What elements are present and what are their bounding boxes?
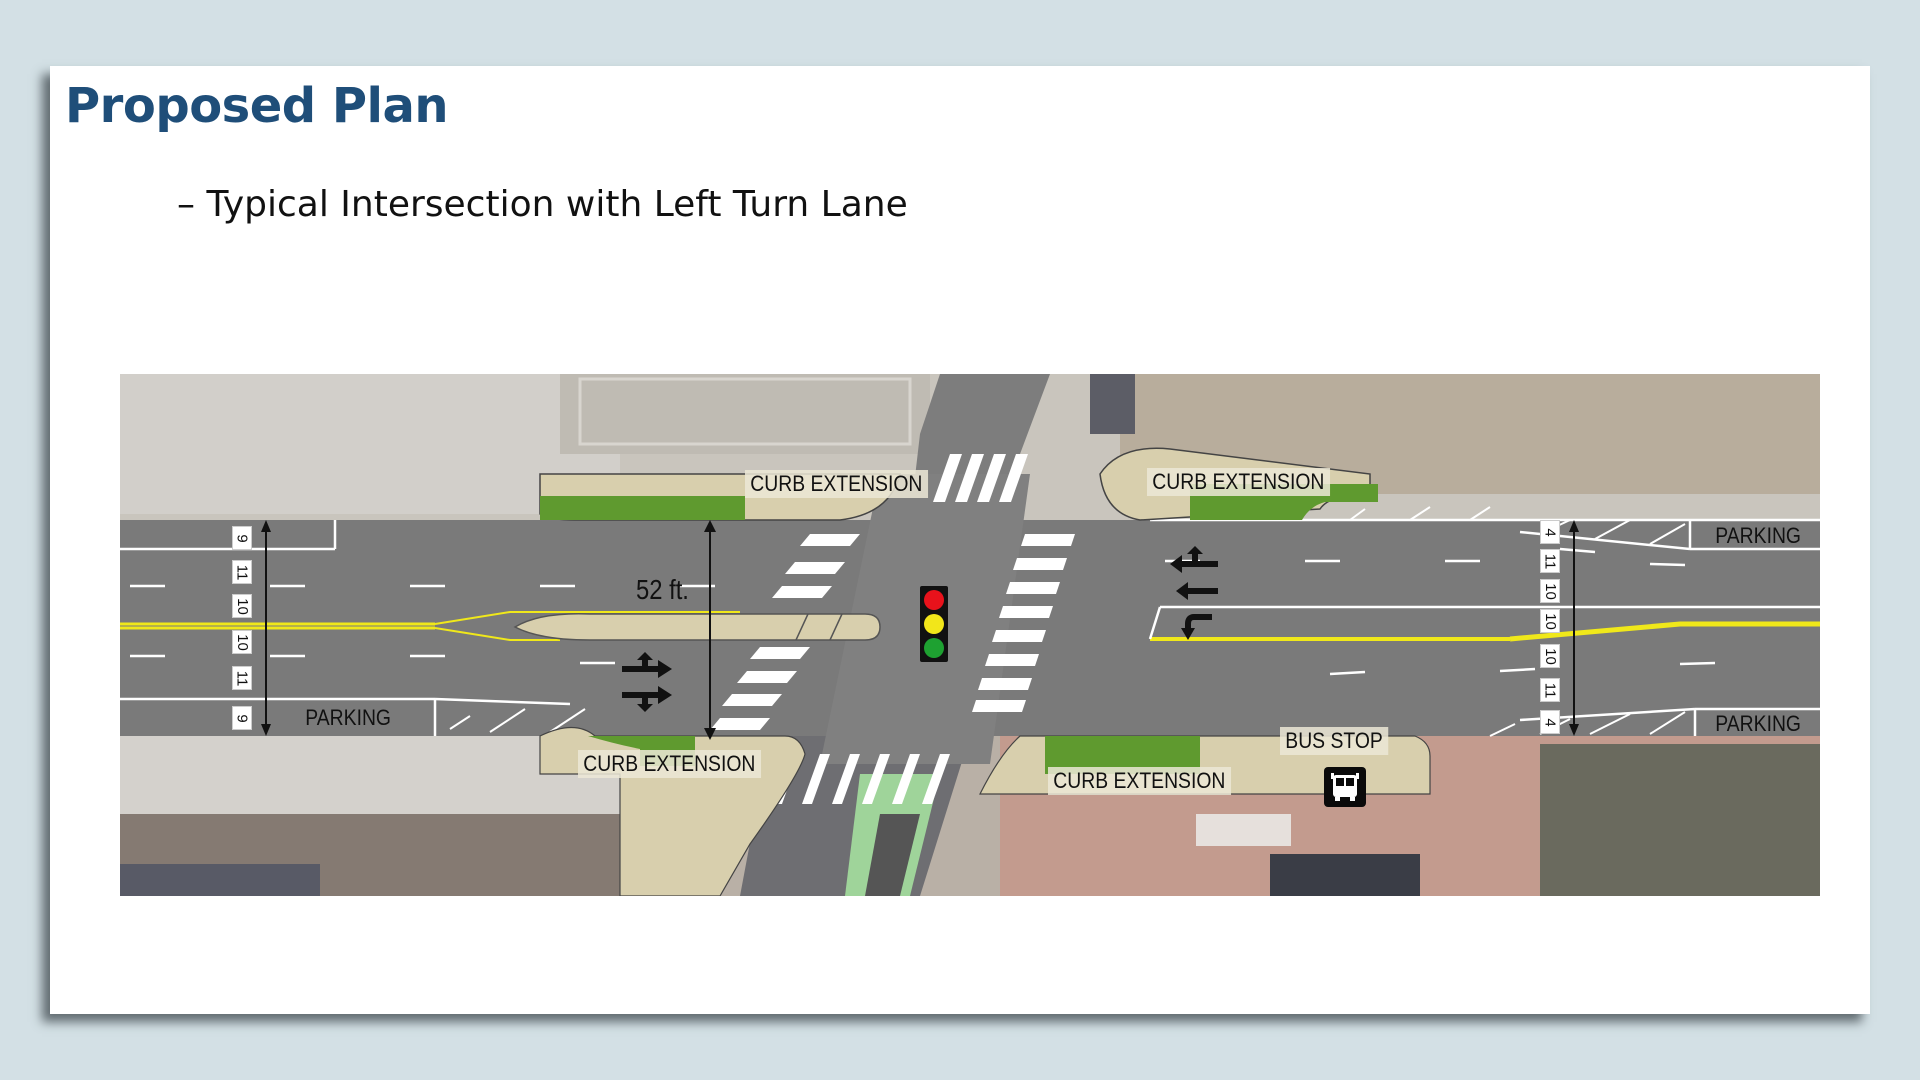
lane-width-right-4: 10 [1540,609,1560,633]
lane-width-right-1: 4 [1540,520,1560,544]
lane-width-left-4: 10 [232,630,252,654]
bus-stop-icon [1324,767,1366,807]
curb-extension-label-ne: CURB EXTENSION [1147,468,1330,496]
lane-width-right-2: 11 [1540,549,1560,573]
through-right-arrow-icon [622,652,672,712]
lane-width-left-2: 11 [232,560,252,584]
lane-width-right-7: 4 [1540,710,1560,734]
crossing-width-arrow-icon [704,520,716,740]
crossing-width-label: 52 ft. [636,574,689,605]
curb-extension-label-sw: CURB EXTENSION [578,750,761,778]
lane-width-right-3: 10 [1540,579,1560,603]
parking-label-left: PARKING [305,705,391,730]
signal-red-light [924,590,944,610]
parking-label-right-bottom: PARKING [1715,711,1801,736]
traffic-signal-icon [920,586,948,662]
lane-width-left-5: 11 [232,666,252,690]
through-arrow-icon [1176,582,1218,600]
lane-width-left-3: 10 [232,594,252,618]
through-left-arrow-icon [1170,546,1218,573]
bus-stop-label: BUS STOP [1280,727,1389,755]
lane-width-right-5: 10 [1540,644,1560,668]
lane-width-right-6: 11 [1540,678,1560,702]
left-width-arrow-icon [261,520,271,736]
parking-label-right-top: PARKING [1715,523,1801,548]
lane-width-left-6: 9 [232,706,252,730]
signal-yellow-light [924,614,944,634]
lane-width-left-1: 9 [232,526,252,550]
curb-extension-label-nw: CURB EXTENSION [745,470,928,498]
curb-extension-label-se: CURB EXTENSION [1048,767,1231,795]
slide-title: Proposed Plan [65,78,449,134]
slide: Proposed Plan – Typical Intersection wit… [50,66,1870,1014]
intersection-plan-diagram: CURB EXTENSION CURB EXTENSION CURB EXTEN… [120,374,1820,896]
slide-subtitle: – Typical Intersection with Left Turn La… [177,184,908,225]
signal-green-light [924,638,944,658]
left-turn-arrow-icon [1181,614,1212,640]
right-width-arrow-icon [1569,520,1579,736]
